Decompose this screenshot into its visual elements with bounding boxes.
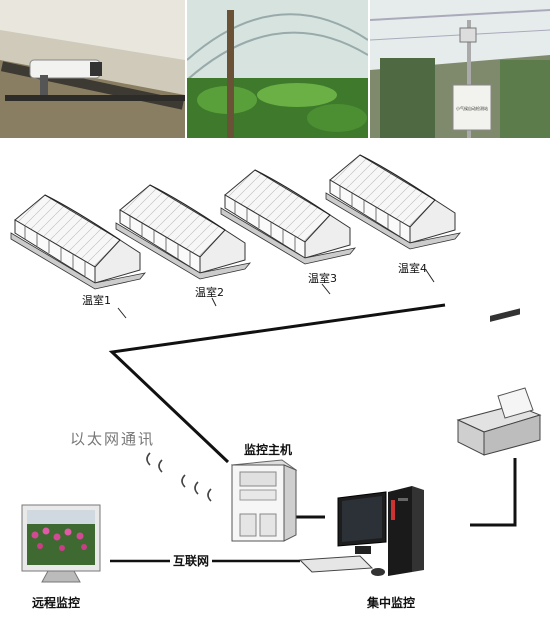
wireless-signal-icon xyxy=(146,452,212,502)
camera-photo xyxy=(0,0,185,138)
sensor-sign-text: 小气候自动检测站 xyxy=(456,105,488,111)
printer-icon xyxy=(456,308,542,456)
pc-to-printer-line xyxy=(470,458,517,527)
central-monitor-label: 集中监控 xyxy=(367,596,416,610)
greenhouse-4-label: 温室4 xyxy=(398,262,427,275)
greenhouse-2-label: 温室2 xyxy=(195,286,224,299)
central-pc-icon xyxy=(298,486,424,576)
greenhouse-sensor-photo: 小气候自动检测站 xyxy=(370,0,550,138)
monitor-host-icon xyxy=(230,459,298,542)
internet-label: 互联网 xyxy=(170,552,213,569)
monitor-host-label: 监控主机 xyxy=(244,443,293,457)
greenhouse-1-label: 温室1 xyxy=(82,294,111,307)
remote-monitor-label: 远程监控 xyxy=(32,596,81,610)
ethernet-line xyxy=(108,303,446,464)
remote-monitor-icon xyxy=(21,504,101,583)
ethernet-label: 以太网通讯 xyxy=(70,430,156,448)
greenhouse-crop-photo xyxy=(187,0,368,138)
greenhouse-3-label: 温室3 xyxy=(308,272,337,285)
